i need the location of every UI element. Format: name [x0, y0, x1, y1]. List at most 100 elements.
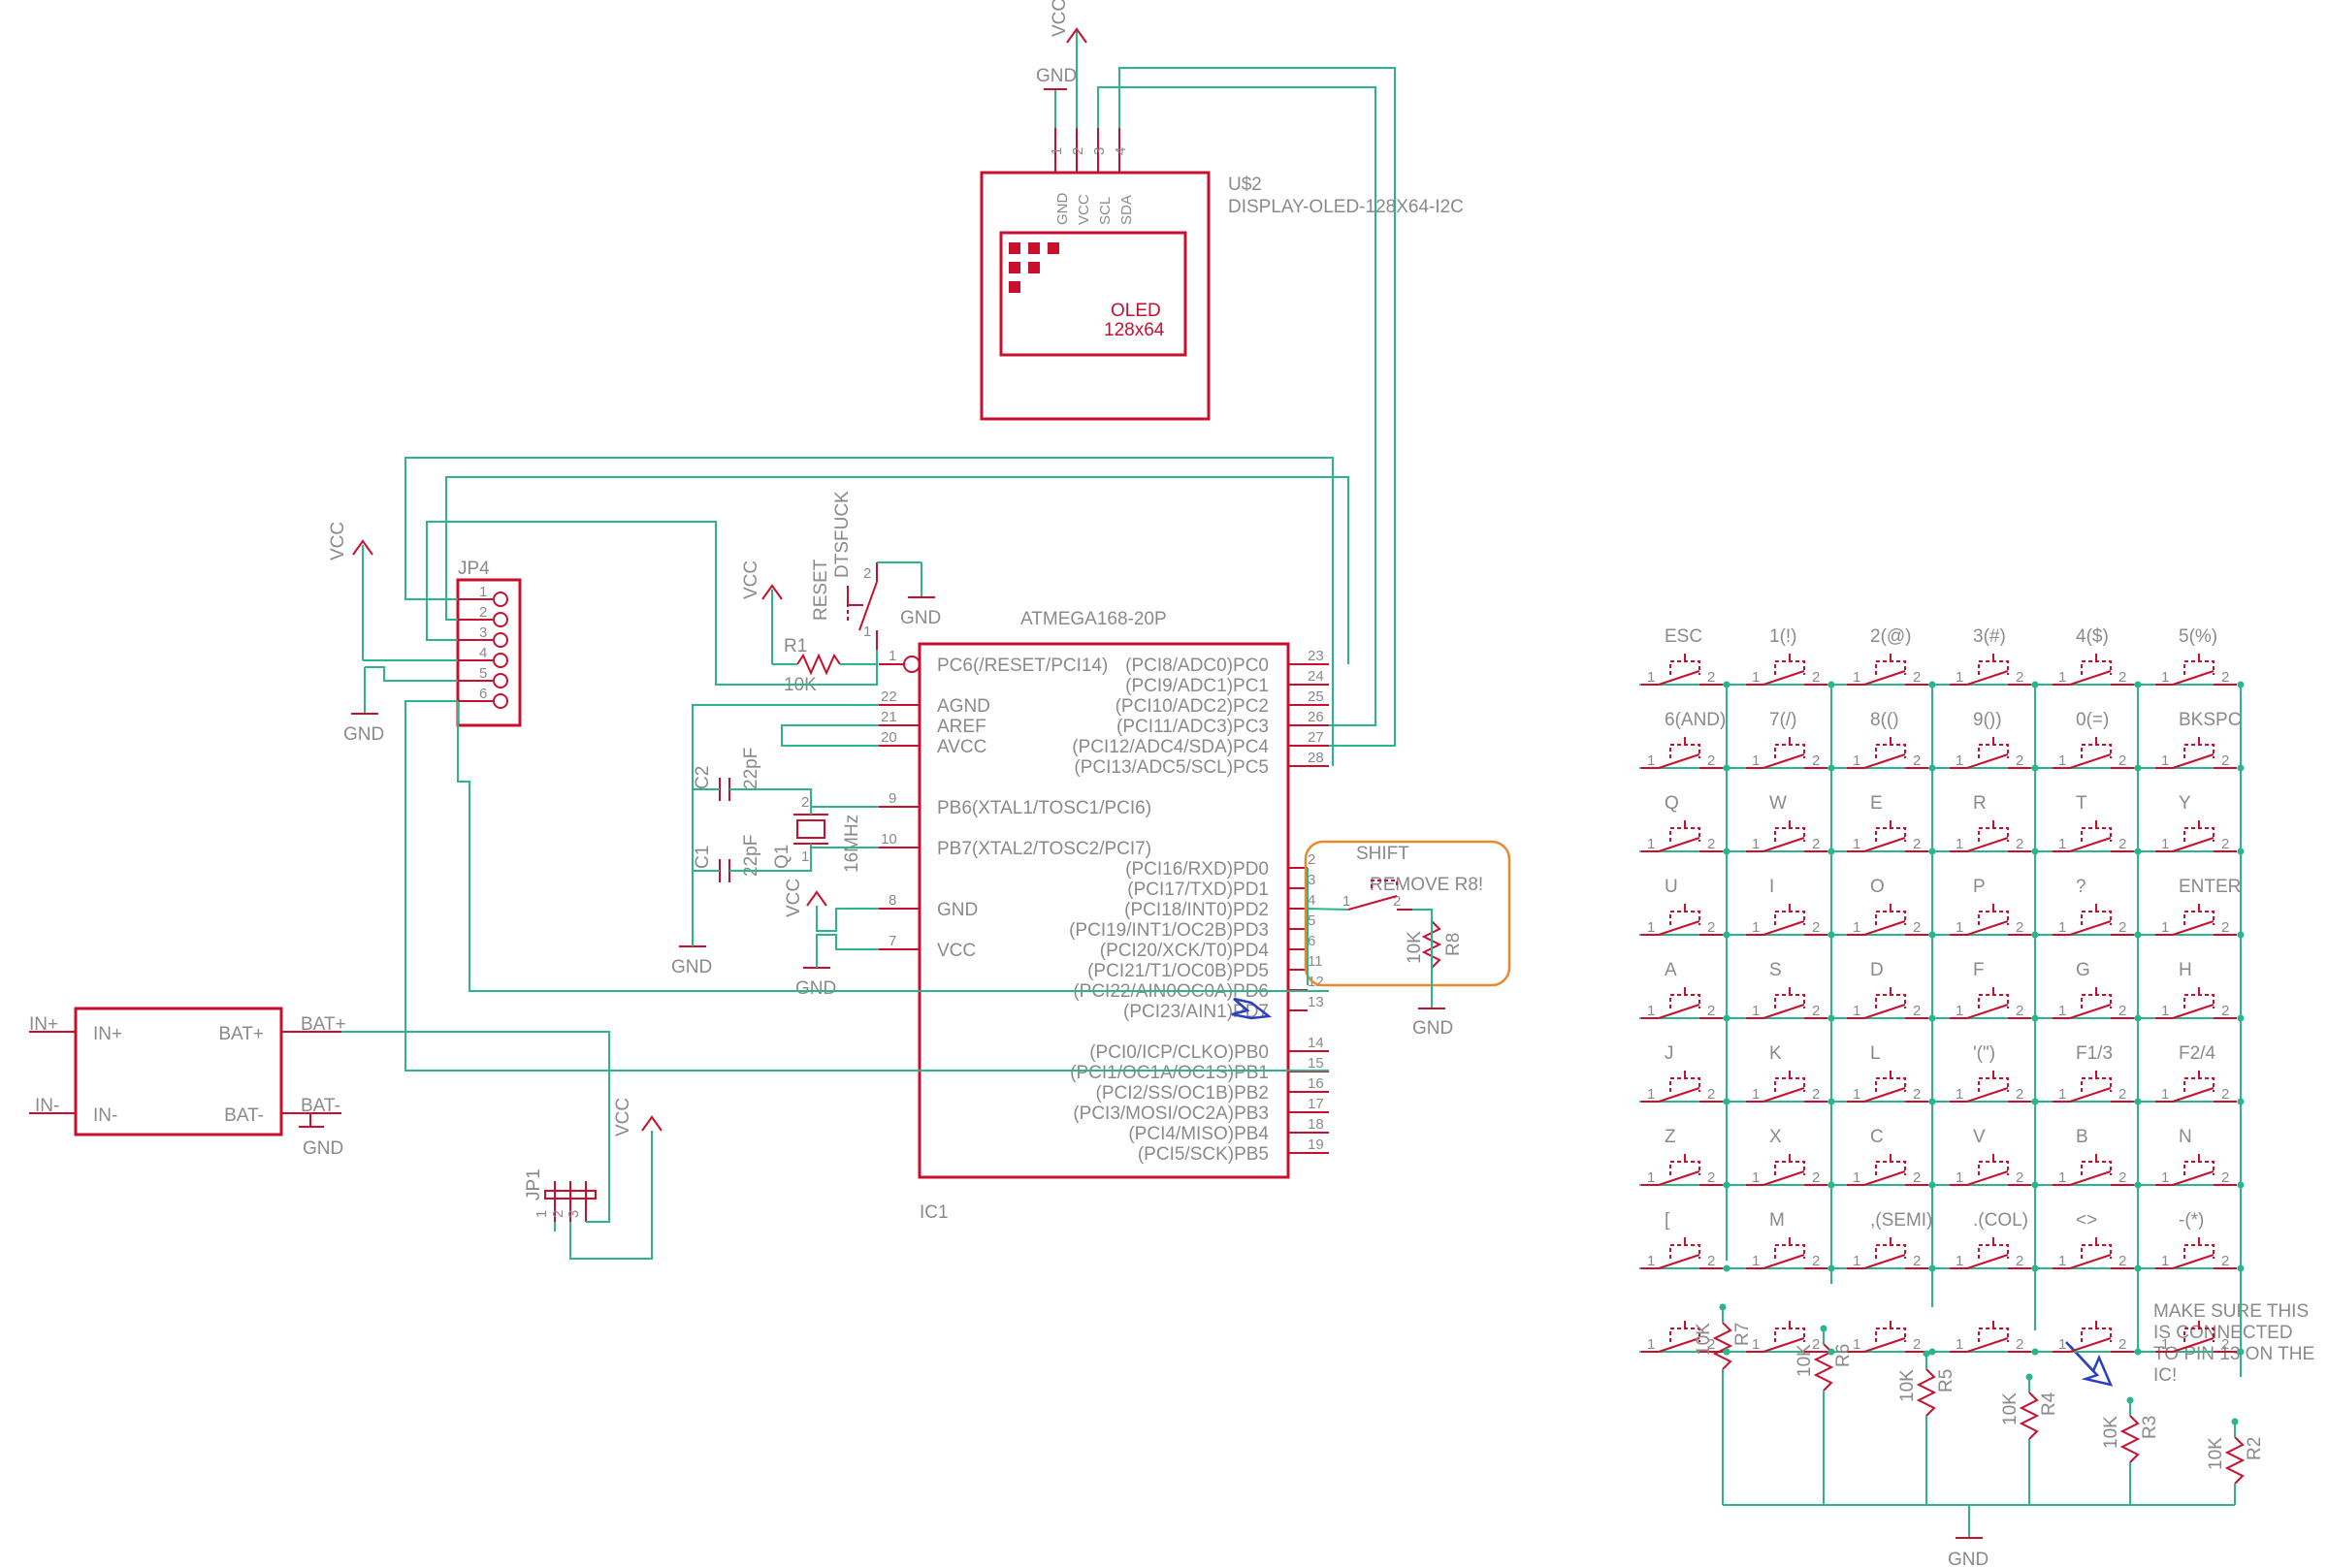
key-pin-2: 2 [2221, 1336, 2229, 1353]
ic-body [918, 642, 1290, 1179]
ic-pin-label-pc3: (PCI11/ADC3)PC3 [1116, 717, 1269, 737]
shift-label: SHIFT [1356, 844, 1409, 864]
key-pin-1: 1 [1647, 1169, 1655, 1186]
r1-vcc-symbol: VCC [741, 560, 783, 664]
charger-body [74, 1007, 283, 1136]
key-label: <> [2076, 1210, 2097, 1231]
jp4-header[interactable]: JP4 1 2 3 4 5 6 [456, 559, 522, 727]
ic-pin-num-18: 18 [1308, 1116, 1324, 1133]
key-pin-2: 2 [2221, 1086, 2229, 1103]
key-pin-2: 2 [2118, 836, 2126, 852]
c1-capacitor[interactable]: C1 22pF [693, 835, 761, 882]
net-bat-minus: BAT- [301, 1096, 340, 1116]
battery-charger[interactable]: IN+ IN- BAT+ BAT- IN+ IN- BAT+ BAT- [29, 1007, 346, 1136]
shift-section[interactable]: SHIFT REMOVE R8! 1 2 10K R8 [1304, 840, 1511, 987]
key-label: F1/3 [2076, 1043, 2113, 1064]
ic-pin-label-pc4: (PCI12/ADC4/SDA)PC4 [1072, 737, 1269, 757]
q1-crystal[interactable]: 2 1 Q1 16MHz [772, 794, 862, 873]
ic-pin-label-pc0: (PCI8/ADC0)PC0 [1125, 656, 1269, 676]
key-label: 5(%) [2179, 626, 2217, 647]
oled-display[interactable]: OLED 128x64 U$2 DISPLAY-OLED-128X64-I2C … [980, 128, 1464, 421]
jp4-body [456, 578, 522, 727]
key-label: ,(SEMI) [1870, 1210, 1932, 1231]
atmega-ic[interactable]: ATMEGA168-20P IC1 PC6(/RESET/PCI14) AGND… [879, 609, 1329, 1223]
note-line-3: TO PIN 13 ON THE [2153, 1344, 2314, 1364]
key-label: 1(!) [1769, 626, 1797, 647]
c2-capacitor[interactable]: C2 22pF [693, 748, 761, 801]
r1-resistor[interactable]: R1 10K [784, 636, 841, 695]
key-pin-1: 1 [1752, 1169, 1760, 1186]
reset-switch[interactable]: 2 1 DTSFUCK RESET [811, 491, 878, 650]
r8-value: 10K [1405, 931, 1425, 964]
q1-pin-1: 1 [801, 848, 809, 865]
key-pin-1: 1 [1752, 669, 1760, 686]
jp1-header[interactable]: JP1 1 2 3 [524, 1168, 597, 1222]
oled-pin-num-2: 2 [1070, 147, 1086, 155]
pulldown-value: 10K [2206, 1437, 2226, 1470]
connection-note: MAKE SURE THIS IS CONNECTED TO PIN 13 ON… [2153, 1301, 2314, 1386]
key-pin-2: 2 [1812, 752, 1820, 769]
key-pin-1: 1 [1853, 1253, 1860, 1269]
ic-pin-label-pb4: (PCI4/MISO)PB4 [1128, 1124, 1269, 1144]
